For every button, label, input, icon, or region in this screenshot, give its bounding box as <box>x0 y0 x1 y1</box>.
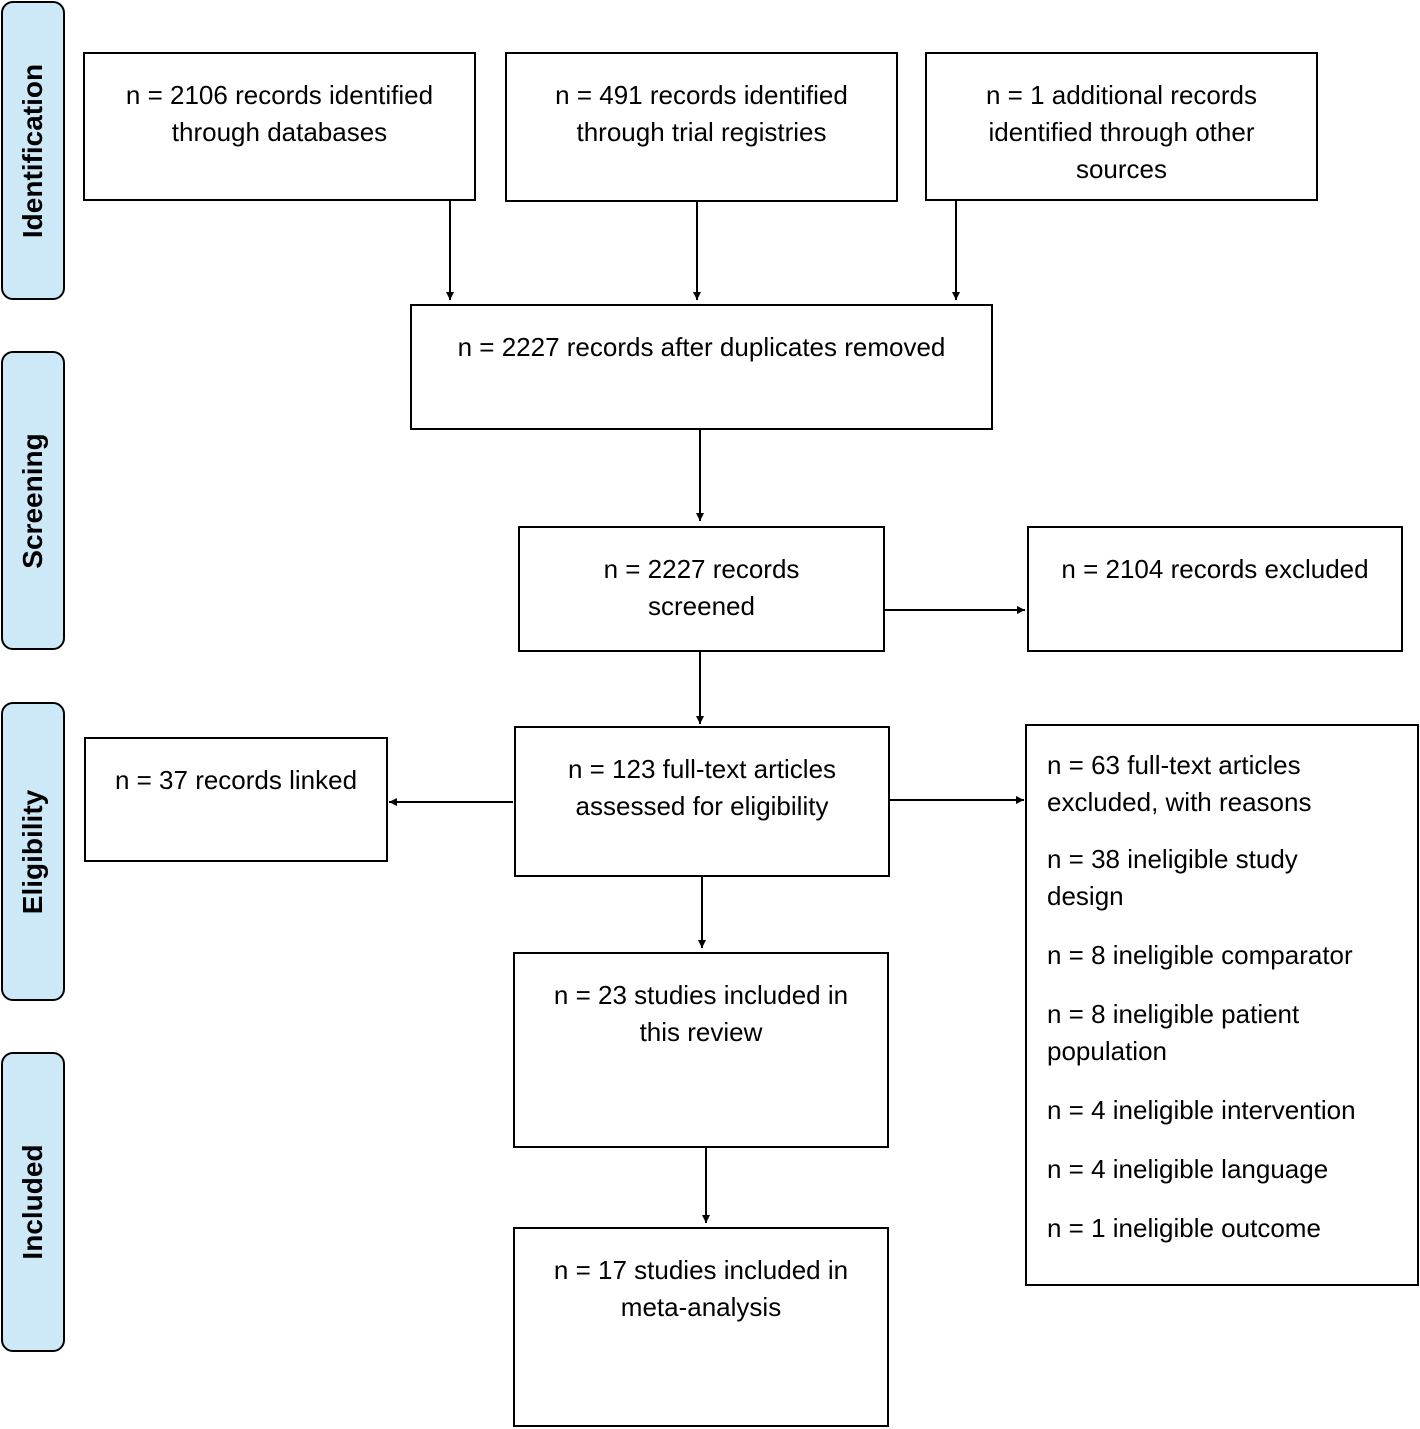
exclusion-reason: n = 1 ineligible outcome <box>1047 1213 1321 1243</box>
stage-screening: Screening <box>1 351 65 650</box>
box-after-duplicates: n = 2227 records after duplicates remove… <box>410 304 993 430</box>
stage-identification-label: Identification <box>17 63 48 238</box>
stage-screening-label: Screening <box>17 432 48 569</box>
exclusion-reason: n = 4 ineligible intervention <box>1047 1095 1356 1125</box>
stage-identification: Identification <box>1 1 65 300</box>
box-full-text: n = 123 full-text articles assessed for … <box>514 726 890 877</box>
exclusions-title: n = 63 full-text articles excluded, with… <box>1047 750 1312 817</box>
stage-eligibility: Eligibility <box>1 702 65 1001</box>
exclusion-reason: n = 8 ineligible patient population <box>1047 999 1300 1066</box>
box-registries: n = 491 records identified through trial… <box>505 52 898 202</box>
box-databases: n = 2106 records identified through data… <box>83 52 476 201</box>
stage-eligibility-label: Eligibility <box>17 789 48 914</box>
box-screened: n = 2227 records screened <box>518 526 885 652</box>
stage-included-label: Included <box>17 1144 48 1260</box>
box-linked: n = 37 records linked <box>84 737 388 862</box>
box-other-sources: n = 1 additional records identified thro… <box>925 52 1318 201</box>
exclusion-reason: n = 8 ineligible comparator <box>1047 940 1353 970</box>
exclusion-reason: n = 38 ineligible study design <box>1047 844 1298 911</box>
box-meta-analysis: n = 17 studies included in meta-analysis <box>513 1227 889 1427</box>
stage-included: Included <box>1 1052 65 1352</box>
exclusion-reason: n = 4 ineligible language <box>1047 1154 1329 1184</box>
box-exclusion-reasons: n = 63 full-text articles excluded, with… <box>1025 724 1419 1286</box>
box-review: n = 23 studies included in this review <box>513 952 889 1148</box>
box-excluded: n = 2104 records excluded <box>1027 526 1403 652</box>
